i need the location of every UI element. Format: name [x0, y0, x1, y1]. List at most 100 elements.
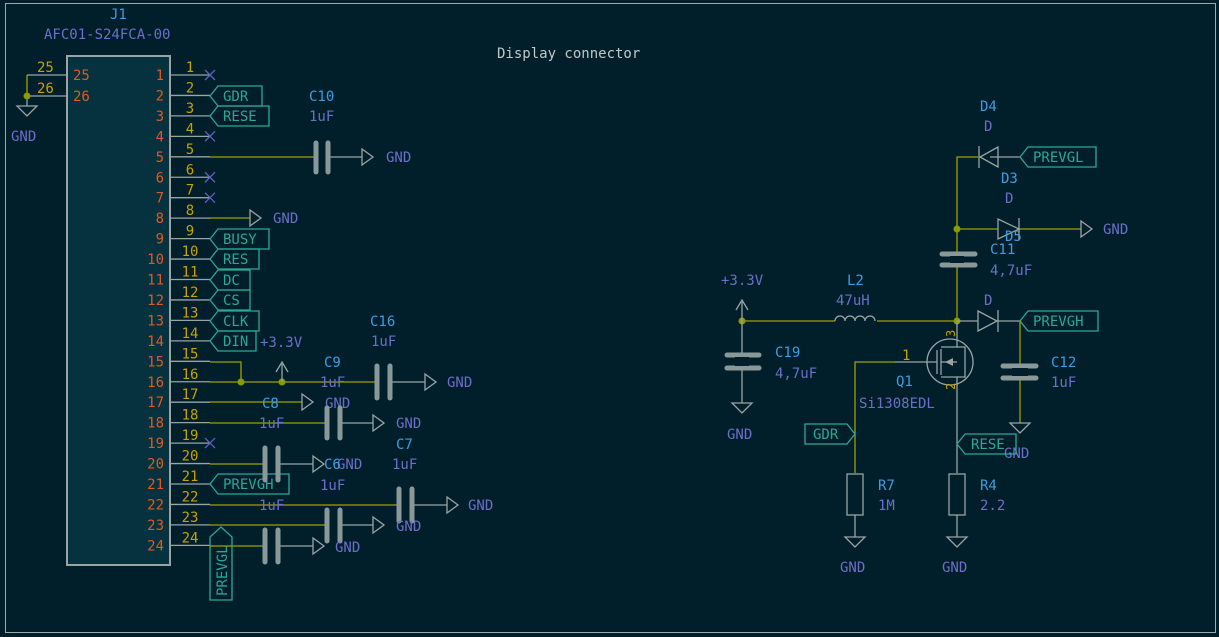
c19-ref: C19 — [775, 345, 800, 361]
gnd-label: GND — [386, 150, 411, 166]
d3-value: D — [1005, 191, 1013, 207]
c12-value: 1uF — [1051, 375, 1076, 391]
pin-15-name: 15 — [147, 354, 164, 370]
net-label-clk-text: CLK — [223, 314, 249, 330]
net-label-clk[interactable] — [209, 310, 260, 332]
net-label-prevgl[interactable] — [209, 526, 233, 601]
c16-value: 1uF — [371, 334, 396, 350]
pin-25-outer: 25 — [37, 60, 54, 76]
pin-2-number: 2 — [186, 80, 194, 96]
net-label-res[interactable] — [209, 248, 260, 270]
pin-13-name: 13 — [147, 313, 164, 329]
net-label-dc[interactable] — [209, 269, 251, 291]
net-label-cs-text: CS — [223, 293, 240, 309]
decoupling-caps: GND C10 1uF GND +3.3V GND C16 1uF C9 1uF… — [210, 89, 493, 565]
q1-pin-3: 3 — [944, 330, 958, 337]
pin-5-number: 5 — [186, 142, 194, 158]
net-label-busy[interactable] — [209, 228, 270, 250]
pin-20-name: 20 — [147, 457, 164, 473]
pin-24-number: 24 — [182, 530, 199, 546]
pin-9-number: 9 — [186, 224, 194, 240]
net-label-prevgl-text: PREVGL — [1033, 150, 1084, 166]
net-label-din[interactable] — [209, 330, 257, 352]
q1-pin-2: 2 — [944, 383, 958, 390]
d3-ref: D3 — [1001, 171, 1018, 187]
pin-25-inner: 25 — [73, 68, 90, 84]
connector-j1[interactable]: J1 AFC01-S24FCA-00 112233445566778899101… — [11, 7, 216, 566]
net-label-rese[interactable] — [209, 105, 270, 127]
d4-value: D — [984, 119, 992, 135]
pin-12-name: 12 — [147, 293, 164, 309]
pin-11-name: 11 — [147, 273, 164, 289]
pin-4-number: 4 — [186, 121, 194, 137]
pin-24-name: 24 — [147, 538, 164, 554]
net-label-gdr[interactable] — [209, 85, 263, 107]
gnd-label: GND — [1103, 222, 1128, 238]
pin-23-number: 23 — [182, 510, 199, 526]
pin-4-name: 4 — [156, 129, 164, 145]
no-connect-icon — [204, 130, 216, 142]
net-label-gdr[interactable] — [804, 423, 856, 445]
pin-6-name: 6 — [156, 170, 164, 186]
q1-value: Si1308EDL — [859, 396, 935, 412]
gnd-label: GND — [447, 375, 472, 391]
j1-value: AFC01-S24FCA-00 — [44, 27, 170, 43]
gnd-label: GND — [337, 457, 362, 473]
net-label-prevgl-text: PREVGL — [215, 545, 231, 596]
l2-value: 47uH — [836, 293, 870, 309]
pin-7-name: 7 — [156, 191, 164, 207]
gnd-label: GND — [396, 416, 421, 432]
net-label-gdr-text: GDR — [223, 89, 249, 105]
gnd-label: GND — [11, 129, 36, 145]
resistor-r7[interactable] — [846, 473, 864, 516]
net-label-prevgh-text: PREVGH — [1033, 314, 1084, 330]
no-connect-icon — [204, 437, 216, 449]
net-label-prevgh[interactable] — [209, 473, 290, 495]
pin-13-number: 13 — [182, 305, 199, 321]
r4-ref: R4 — [980, 478, 997, 494]
junction — [237, 378, 245, 386]
d-value: D — [984, 293, 992, 309]
pin-18-name: 18 — [147, 416, 164, 432]
gnd-label: GND — [335, 540, 360, 556]
pin-10-name: 10 — [147, 252, 164, 268]
pin-8-number: 8 — [186, 203, 194, 219]
pin-17-number: 17 — [182, 387, 199, 403]
j1-body — [66, 55, 171, 566]
pin-9-name: 9 — [156, 232, 164, 248]
gnd-label: GND — [396, 519, 421, 535]
pin-17-name: 17 — [147, 395, 164, 411]
r7-ref: R7 — [878, 478, 895, 494]
c5-value: 1uF — [259, 498, 284, 514]
resistor-r4[interactable] — [948, 473, 966, 516]
pin-16-name: 16 — [147, 375, 164, 391]
d5-ref: D5 — [1005, 229, 1022, 245]
no-connect-icon — [204, 192, 216, 204]
pin-5-name: 5 — [156, 150, 164, 166]
c10-ref: C10 — [309, 89, 334, 105]
pin-2-name: 2 — [156, 88, 164, 104]
pin-21-name: 21 — [147, 477, 164, 493]
c8-value: 1uF — [259, 416, 284, 432]
pin-19-number: 19 — [182, 428, 199, 444]
no-connect-icon — [204, 69, 216, 81]
pin-23-name: 23 — [147, 518, 164, 534]
pin-15-number: 15 — [182, 346, 199, 362]
pin-11-number: 11 — [182, 265, 199, 281]
gnd-label: GND — [273, 211, 298, 227]
pin-20-number: 20 — [182, 449, 199, 465]
j1-ref: J1 — [110, 7, 127, 23]
pin-26-outer: 26 — [37, 81, 54, 97]
net-label-cs[interactable] — [209, 289, 251, 311]
net-label-prevgh[interactable] — [1019, 310, 1099, 332]
c11-value: 4,7uF — [990, 263, 1032, 279]
net-label-res-text: RES — [223, 252, 248, 268]
pin-26-inner: 26 — [73, 89, 90, 105]
pin-16-number: 16 — [182, 367, 199, 383]
pin-1-name: 1 — [156, 68, 164, 84]
gnd-symbol — [15, 105, 39, 117]
c7-value: 1uF — [392, 457, 417, 473]
net-label-rese[interactable] — [956, 433, 1017, 455]
net-label-prevgl[interactable] — [1019, 146, 1097, 168]
